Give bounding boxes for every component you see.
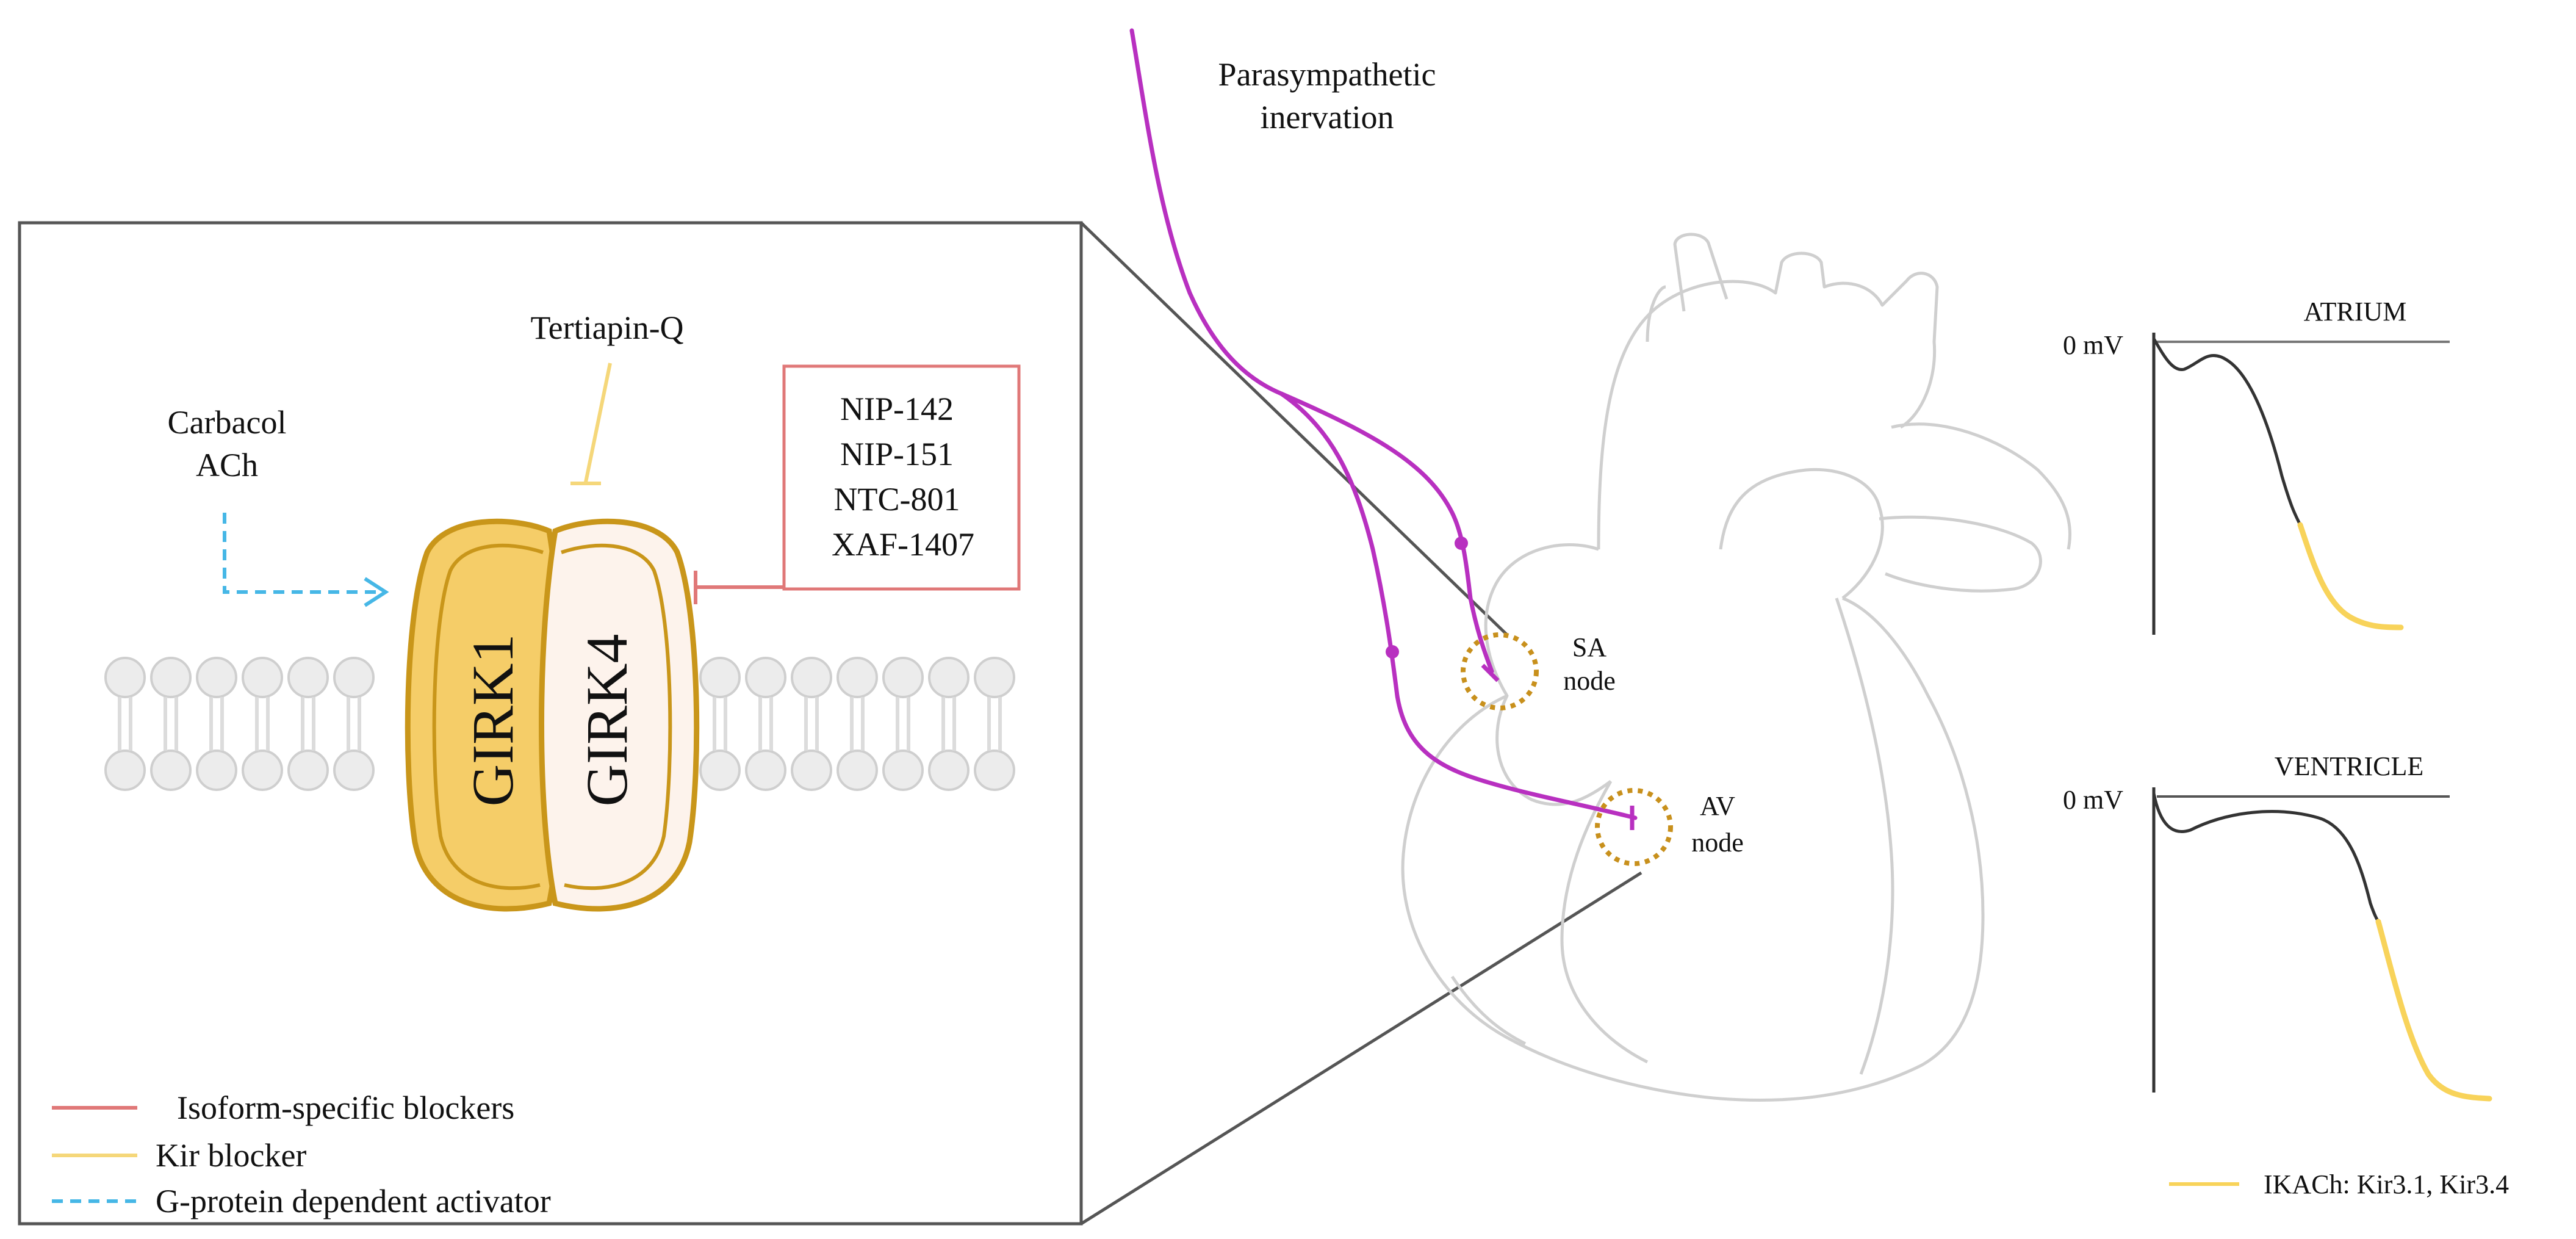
heart-illustration [1401,233,2072,1102]
lipid-head [882,657,924,698]
great-vessel-2 [1673,233,1729,312]
lipid-head [287,657,329,698]
lipid-head [242,657,283,698]
pulmonary-trunk [1719,468,1884,599]
lipid-head [196,657,237,698]
zoom-line-top [1080,222,1508,636]
lipid-head [196,750,237,791]
carbacol-label: Carbacol [168,404,287,441]
parasympathetic-label-1: Parasympathetic [1218,56,1436,93]
av-node-ring [1595,788,1673,866]
interventricular-groove [1835,598,1894,1075]
ventricle-action-potential: VENTRICLE 0 mV [2063,751,2492,1102]
lipid-head [974,750,1015,791]
blocker-ntc801: NTC-801 [834,481,960,518]
lipid-head [836,750,878,791]
girk1-subunit-inner [432,543,544,890]
lipid-head [104,750,146,791]
ventricle-title: VENTRICLE [2275,751,2423,781]
lipid-head [104,657,146,698]
apex-line [1450,975,1527,1046]
tertiapin-label: Tertiapin-Q [530,309,683,346]
ventricle-ikach-segment [2375,919,2492,1102]
lipid-head [150,657,192,698]
lipid-head [882,750,924,791]
lipid-head [242,750,283,791]
sa-node-ring [1461,632,1539,710]
tertiapin-inhibition-line [584,363,612,483]
girk-channel: GIRK1 GIRK4 [405,518,700,912]
legend-label-kir: Kir blocker [156,1137,306,1174]
inset-frame [18,221,1083,1226]
zoom-line-bottom [1080,871,1642,1226]
blocker-nip142: NIP-142 [840,391,954,427]
ach-label: ACh [196,447,258,483]
atrium-zero-mv-label: 0 mV [2063,330,2123,360]
parasympathetic-nerve [1129,28,1638,820]
nerve-synapse-av-upper [1386,645,1399,659]
legend-label-activator: G-protein dependent activator [156,1183,551,1219]
girk4-subunit-inner [561,543,672,890]
nerve-branch-sa [1279,391,1494,674]
lipid-head [745,750,786,791]
atrium-ap-trace [2152,338,2302,526]
left-atrium [1891,422,2072,550]
lipid-head [333,657,375,698]
lipid-head [836,657,878,698]
lipid-bilayer [104,657,1015,791]
ventricle-ap-trace [2152,793,2380,923]
activator-arrowhead [364,577,389,607]
blockers-box [782,364,1021,591]
lipid-head [699,657,741,698]
great-vessel-1 [1646,285,1666,342]
girk4-subunit [539,518,700,912]
right-pulmonary [1879,515,2042,593]
lipid-head [699,750,741,791]
nerve-synapse-sa-upper [1455,536,1468,550]
sa-node-label-2: node [1563,666,1616,696]
av-node-label-1: AV [1700,791,1735,821]
blocker-xaf1407: XAF-1407 [832,526,974,563]
parasympathetic-label-2: inervation [1261,99,1394,135]
lipid-head [287,750,329,791]
lipid-head [745,657,786,698]
blocker-nip151: NIP-151 [840,436,954,472]
aortic-arch [1597,251,1939,550]
heart-body [1401,596,1985,1102]
lipid-head [791,657,832,698]
atrium-ikach-segment [2297,522,2404,630]
ikach-legend-label: IKACh: Kir3.1, Kir3.4 [2264,1169,2509,1199]
girk4-label: GIRK4 [574,634,639,807]
lipid-head [150,750,192,791]
legend-label-isoform: Isoform-specific blockers [177,1089,514,1126]
lipid-head [333,750,375,791]
activator-arrow [223,513,381,594]
girk1-label: GIRK1 [460,634,525,807]
nerve-terminal-sa [1481,663,1500,682]
nerve-trunk [1129,28,1284,396]
right-ventricle-edge [1560,780,1649,1064]
sa-node-label-1: SA [1572,632,1606,662]
ventricle-zero-mv-label: 0 mV [2063,785,2123,815]
lipid-head [791,750,832,791]
lipid-head [974,657,1015,698]
atrium-title: ATRIUM [2304,297,2407,327]
legend: Isoform-specific blockers Kir blocker G-… [52,1089,551,1219]
lipid-head [928,657,970,698]
nerve-branch-av [1279,391,1638,820]
atrium-action-potential: ATRIUM 0 mV [2063,297,2450,635]
av-node-label-2: node [1691,828,1744,858]
lipid-head [928,750,970,791]
